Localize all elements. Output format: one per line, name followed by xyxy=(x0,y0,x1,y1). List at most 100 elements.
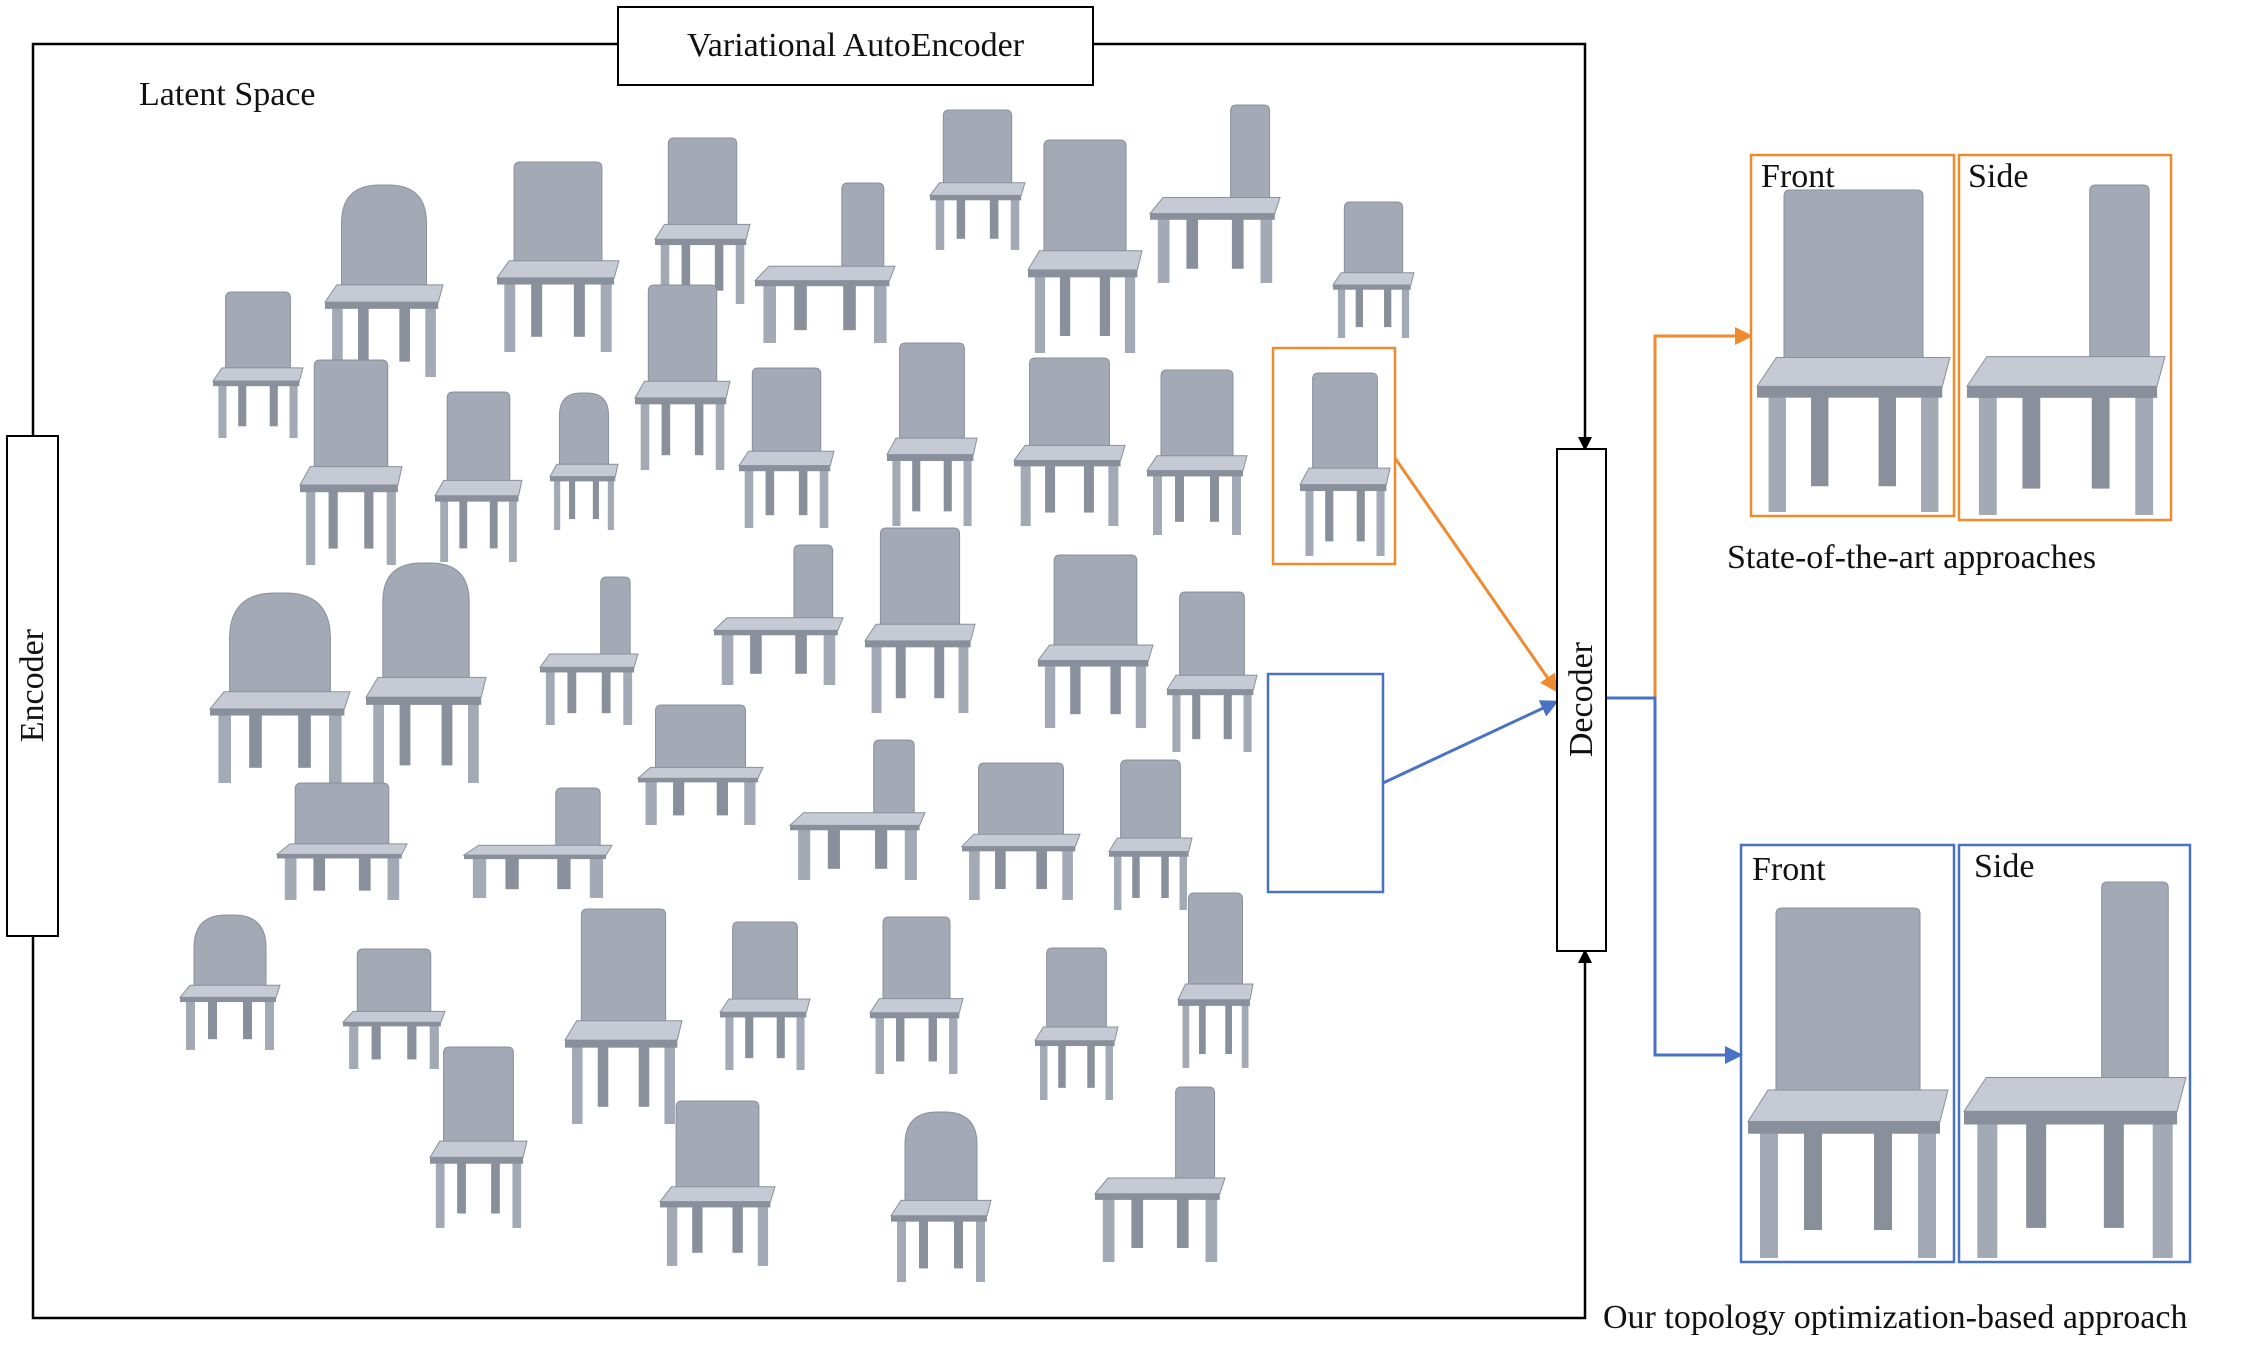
decoder-label: Decoder xyxy=(1562,642,1600,758)
chair-apron xyxy=(1178,999,1250,1006)
chair-apron xyxy=(1028,269,1138,278)
chair-leg xyxy=(399,298,410,362)
chair-apron xyxy=(638,778,758,783)
chair-seat xyxy=(275,843,408,855)
chair-back xyxy=(1120,759,1181,843)
chair-apron xyxy=(1964,1111,2178,1125)
chair-apron xyxy=(435,495,519,502)
chair-leg xyxy=(1874,1114,1892,1230)
chair-leg xyxy=(358,852,371,891)
chair-leg xyxy=(745,1009,754,1059)
chair-leg xyxy=(958,637,969,713)
chair-seat xyxy=(636,766,764,779)
chair-back xyxy=(356,948,432,1016)
chair-leg xyxy=(545,664,555,725)
chair-leg xyxy=(1978,379,1997,515)
chair-leg xyxy=(1045,457,1056,513)
chair-leg xyxy=(896,1009,905,1062)
chair-leg xyxy=(600,274,612,352)
ours-side-frame xyxy=(1957,843,2192,1264)
latent-chair-41 xyxy=(890,1111,992,1282)
vae-title: Variational AutoEncoder xyxy=(686,27,1025,64)
chair-leg xyxy=(798,462,808,516)
chair-leg xyxy=(1918,1114,1936,1258)
chair-seat xyxy=(1177,983,1254,1001)
sota-side-chair xyxy=(1966,184,2166,515)
chair-leg xyxy=(569,473,576,520)
chair-leg xyxy=(1108,457,1119,526)
chair-leg xyxy=(904,822,917,880)
chair-apron xyxy=(1147,470,1243,477)
chair-leg xyxy=(1921,379,1939,512)
chair-leg xyxy=(798,822,811,880)
chair-apron xyxy=(865,640,971,648)
latent-chair-12 xyxy=(549,392,619,530)
decoder-box: Decoder xyxy=(1556,448,1607,952)
chair-leg xyxy=(2152,1103,2173,1258)
latent-chair-37 xyxy=(1034,947,1119,1100)
chair-seat xyxy=(434,479,523,497)
chair-seat xyxy=(341,1010,446,1023)
vae-title-box: Variational AutoEncoder xyxy=(617,6,1094,86)
latent-chair-13 xyxy=(634,284,731,470)
chair-seat xyxy=(1108,837,1193,852)
chair-back xyxy=(793,544,834,623)
chair-leg xyxy=(1175,467,1184,522)
latent-chair-38 xyxy=(1177,892,1254,1068)
chair-leg xyxy=(349,1019,359,1069)
chair-seat xyxy=(869,998,964,1014)
chair-apron xyxy=(300,485,398,493)
chair-leg xyxy=(1355,282,1363,328)
ours-front-label: Front xyxy=(1752,851,1826,888)
chair-leg xyxy=(943,450,952,512)
latent-chair-7 xyxy=(1027,139,1143,353)
chair-leg xyxy=(681,235,691,291)
chair-leg xyxy=(1083,457,1094,513)
chair-back xyxy=(1312,372,1378,475)
chair-leg xyxy=(819,462,829,528)
chair-back xyxy=(882,916,951,1004)
chair-seat xyxy=(178,984,281,998)
latent-chair-26 xyxy=(636,704,764,825)
chair-leg xyxy=(573,274,585,337)
chair-leg xyxy=(796,1009,805,1070)
chair-back xyxy=(382,562,470,685)
chair-leg xyxy=(640,394,650,470)
chair-seat xyxy=(960,833,1081,848)
chair-back xyxy=(1783,189,1924,368)
chair-leg xyxy=(399,692,411,766)
chair-leg xyxy=(897,1212,906,1282)
chair-apron xyxy=(550,476,616,482)
chair-seat xyxy=(549,463,619,478)
chair-leg xyxy=(892,450,901,526)
chair-apron xyxy=(1014,460,1121,467)
chair-apron xyxy=(1095,1193,1220,1200)
chair-leg xyxy=(1225,996,1232,1054)
chair-leg xyxy=(373,692,384,783)
chair-leg xyxy=(714,235,724,291)
chair-leg xyxy=(735,235,745,304)
latent-chair-35 xyxy=(719,921,811,1070)
chair-leg xyxy=(269,378,278,427)
chair-seat xyxy=(208,691,351,710)
chair-leg xyxy=(592,473,599,520)
chair-seat xyxy=(719,998,811,1013)
chair-leg xyxy=(1099,265,1111,336)
latent-chair-5 xyxy=(753,182,896,343)
encoder-label: Encoder xyxy=(13,629,51,743)
chair-leg xyxy=(1102,1190,1115,1262)
chair-leg xyxy=(505,852,519,890)
chair-back xyxy=(1175,1086,1216,1184)
chair-back xyxy=(313,359,389,474)
chair-seat xyxy=(1747,1089,1949,1122)
chair-leg xyxy=(597,1035,609,1107)
chair-leg xyxy=(934,637,945,699)
chair-apron xyxy=(891,1215,987,1222)
chair-leg xyxy=(508,492,517,562)
chair-seat xyxy=(1166,674,1258,691)
chair-leg xyxy=(969,843,980,900)
decoder-to-ours-arrow xyxy=(1607,696,1743,1064)
latent-chair-17 xyxy=(1146,369,1248,535)
chair-back xyxy=(1188,892,1243,990)
chair-leg xyxy=(531,274,543,337)
